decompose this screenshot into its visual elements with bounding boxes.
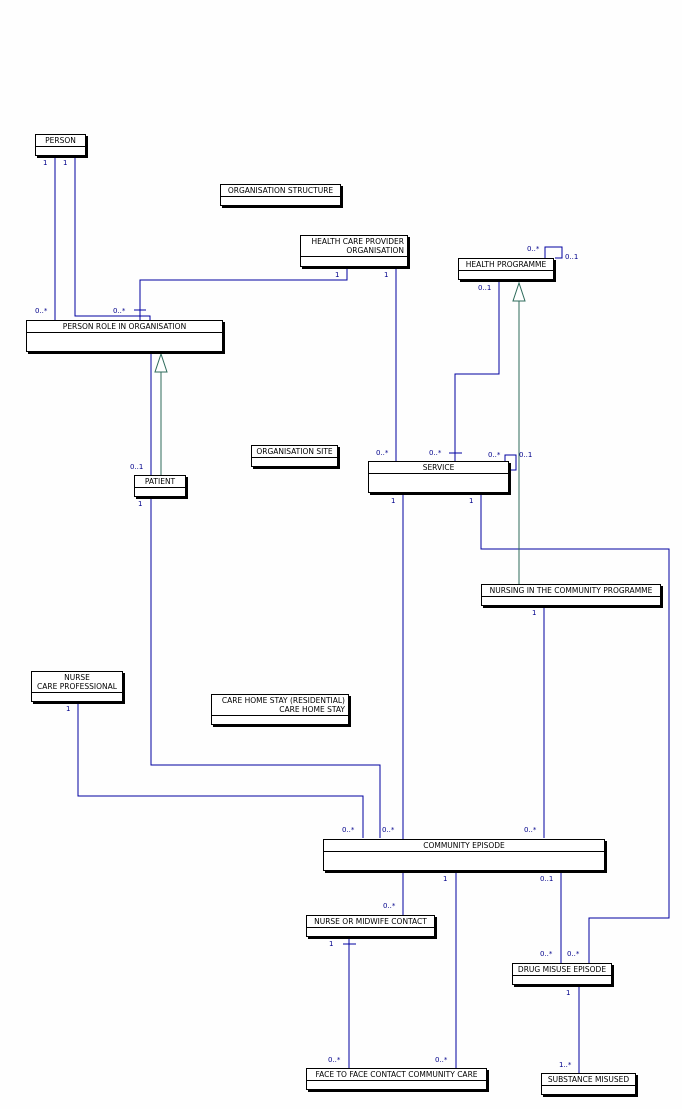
mult-hp-self-many: 0..* [527,245,540,253]
mult-ftf-many-b: 0..* [435,1056,448,1064]
assoc-hp-service [454,280,500,462]
mult-service-01: 0..1 [519,451,532,459]
mult-person-1b: 1 [63,159,67,167]
class-organisation-site-name: ORGANISATION SITE [252,446,337,458]
mult-role-many-a: 0..* [35,307,48,315]
class-nurse-care-professional[interactable]: NURSE CARE PROFESSIONAL [31,671,123,702]
mult-ncp-1: 1 [532,609,536,617]
mult-ce-many-a: 0..* [342,826,355,834]
class-health-programme[interactable]: HEALTH PROGRAMME [458,258,554,280]
class-drug-misuse-name: DRUG MISUSE EPISODE [513,964,611,976]
mult-ce-many-c: 0..* [524,826,537,834]
class-nurse-name: NURSE CARE PROFESSIONAL [32,672,122,693]
mult-ce-1: 1 [443,875,447,883]
class-hcp-organisation-name: HEALTH CARE PROVIDER ORGANISATION [301,236,407,257]
assoc-service-dme [480,493,670,963]
mult-patient-01: 0..1 [130,463,143,471]
generalization-arrow-patient [154,352,168,373]
class-person[interactable]: PERSON [35,134,86,156]
class-nurse-or-midwife-contact[interactable]: NURSE OR MIDWIFE CONTACT [306,915,435,937]
mult-role-many-b: 0..* [113,307,126,315]
class-person-role-name: PERSON ROLE IN ORGANISATION [27,321,222,333]
class-service[interactable]: SERVICE [368,461,509,493]
class-care-home-stay-name: CARE HOME STAY (RESIDENTIAL) CARE HOME S… [212,695,348,716]
mult-hcp-1b: 1 [384,271,388,279]
mult-nmc-many: 0..* [383,902,396,910]
class-care-home-stay[interactable]: CARE HOME STAY (RESIDENTIAL) CARE HOME S… [211,694,349,725]
mult-sub-many: 1..* [559,1061,572,1069]
mult-person-1a: 1 [43,159,47,167]
mult-ftf-many-a: 0..* [328,1056,341,1064]
mult-hp-self-one: 0..1 [565,253,578,261]
class-nurse-contact-name: NURSE OR MIDWIFE CONTACT [307,916,434,928]
mult-service-many-c: 0..* [488,451,501,459]
class-substance-misused[interactable]: SUBSTANCE MISUSED [541,1073,636,1095]
mult-hcp-1a: 1 [335,271,339,279]
class-patient[interactable]: PATIENT [134,475,186,497]
class-nursing-in-the-community-programme[interactable]: NURSING IN THE COMMUNITY PROGRAMME [481,584,661,606]
class-face-to-face-contact-community-care[interactable]: FACE TO FACE CONTACT COMMUNITY CARE [306,1068,487,1090]
mult-dme-many-b: 0..* [567,950,580,958]
class-organisation-structure-name: ORGANISATION STRUCTURE [221,185,340,197]
assoc-person-role-b [74,157,151,320]
class-community-episode-name: COMMUNITY EPISODE [324,840,604,852]
mult-ce-many-b: 0..* [382,826,395,834]
class-nursing-programme-name: NURSING IN THE COMMUNITY PROGRAMME [482,585,660,597]
mult-ce-01: 0..1 [540,875,553,883]
mult-dme-1: 1 [566,989,570,997]
assoc-patient-ce [150,497,381,838]
class-community-episode[interactable]: COMMUNITY EPISODE [323,839,605,871]
class-substance-name: SUBSTANCE MISUSED [542,1074,635,1086]
class-person-name: PERSON [36,135,85,147]
assoc-nurse-ce [77,702,364,838]
class-service-name: SERVICE [369,462,508,474]
assoc-service-self [504,454,517,471]
mult-dme-many-a: 0..* [540,950,553,958]
class-drug-misuse-episode[interactable]: DRUG MISUSE EPISODE [512,963,612,985]
mult-service-many-a: 0..* [376,449,389,457]
assoc-hp-self [544,246,563,259]
class-patient-name: PATIENT [135,476,185,488]
mult-patient-1: 1 [138,500,142,508]
assoc-hcp-role [139,269,348,320]
mult-service-1b: 1 [469,497,473,505]
class-person-role-in-organisation[interactable]: PERSON ROLE IN ORGANISATION [26,320,223,352]
mult-nmc-1: 1 [329,940,333,948]
class-organisation-structure[interactable]: ORGANISATION STRUCTURE [220,184,341,206]
class-face-to-face-name: FACE TO FACE CONTACT COMMUNITY CARE [307,1069,486,1081]
mult-service-1a: 1 [391,497,395,505]
class-health-care-provider-organisation[interactable]: HEALTH CARE PROVIDER ORGANISATION [300,235,408,267]
mult-service-many-b: 0..* [429,449,442,457]
class-health-programme-name: HEALTH PROGRAMME [459,259,553,271]
mult-nurse-1: 1 [66,705,70,713]
mult-hp-01: 0..1 [478,284,491,292]
generalization-arrow-ncp [512,281,526,302]
class-organisation-site[interactable]: ORGANISATION SITE [251,445,338,467]
